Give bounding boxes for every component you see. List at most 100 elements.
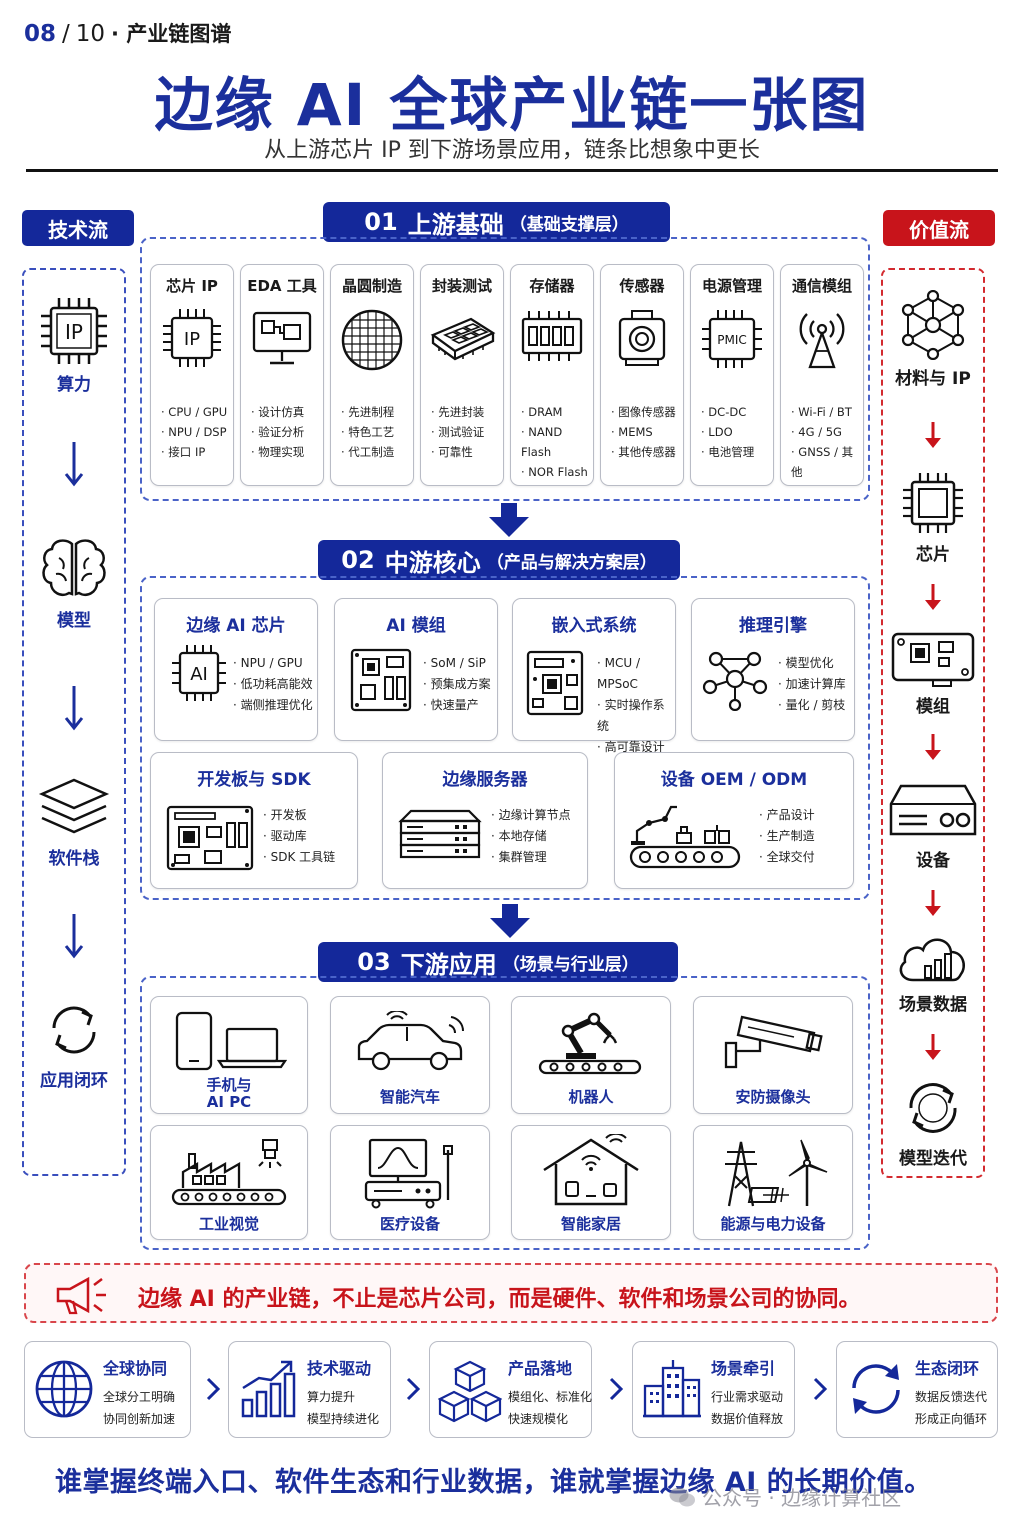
downstream-panel (140, 976, 870, 1250)
midstream-panel (140, 576, 870, 900)
card-items: · 图像传感器· MEMS· 其他传感器 (611, 405, 676, 459)
phone-laptop-icon (175, 1011, 287, 1071)
card-title: EDA 工具 (247, 277, 317, 295)
arrow-down-icon (64, 914, 84, 959)
feature-desc: 算力提升模型持续进化 (307, 1390, 380, 1426)
upstream-header: 01 上游基础 （基础支撑层） (323, 202, 670, 242)
downstream-card-car: 智能汽车 (330, 996, 490, 1114)
buildings-icon (643, 1360, 701, 1418)
cloud-data-icon (899, 938, 965, 982)
section-number: 03 (357, 948, 391, 976)
upstream-card-wafer: 晶圆制造 · 先进制程· 特色工艺· 代工制造 (330, 264, 414, 486)
upstream-card-sensor: 传感器 · 图像传感器· MEMS· 其他传感器 (600, 264, 684, 486)
card-items: · Wi-Fi / BT· 4G / 5G· GNSS / 其他 (791, 405, 854, 479)
feature-card-scenario: 场景牵引 行业需求驱动数据价值释放 (632, 1341, 795, 1438)
midstream-card-edge-server: 边缘服务器 · 边缘计算节点· 本地存储· 集群管理 (382, 752, 588, 889)
globe-icon (35, 1360, 93, 1418)
flow-down-arrow-icon (490, 904, 530, 938)
midstream-header: 02 中游核心 （产品与解决方案层） (318, 540, 680, 580)
flow-down-arrow-icon (489, 503, 529, 537)
card-items: · 设计仿真· 验证分析· 物理实现 (251, 405, 305, 459)
feature-desc: 行业需求驱动数据价值释放 (711, 1390, 784, 1426)
feature-card-global: 全球协同 全球分工明确协同创新加速 (24, 1341, 191, 1438)
section-label: · 产业链图谱 (111, 22, 232, 46)
server-rack-icon (398, 809, 482, 859)
arrow-down-icon (64, 442, 84, 487)
downstream-card-robot: 机器人 (511, 996, 671, 1114)
card-title: 安防摄像头 (735, 1088, 811, 1106)
value-flow-tag: 价值流 (883, 210, 995, 246)
card-items: · SoM / SiP· 预集成方案· 快速量产 (423, 656, 491, 712)
downstream-card-security-camera: 安防摄像头 (693, 996, 853, 1114)
card-title: 嵌入式系统 (551, 616, 637, 636)
value-flow-arrow (883, 420, 983, 450)
tech-flow-panel: IP 算力 模型 软件栈 应用闭环 (22, 268, 126, 1176)
section-sub: （基础支撑层） (509, 214, 629, 235)
loop-arrows-icon (852, 1364, 900, 1414)
footer-conclusion: 谁掌握终端入口、软件生态和行业数据，谁就掌握边缘 AI 的长期价值。 (55, 1467, 932, 1498)
tech-flow-item-software: 软件栈 (24, 776, 124, 869)
wechat-icon (669, 1487, 695, 1506)
ip-chip-icon: IP (41, 298, 107, 364)
tech-flow-label: 应用闭环 (40, 1071, 108, 1091)
tech-flow-label: 软件栈 (48, 849, 100, 869)
card-title: 边缘服务器 (442, 770, 528, 790)
layers-icon (38, 778, 110, 834)
value-flow-label: 模组 (916, 697, 950, 717)
card-items: · 模型优化· 加速计算库· 量化 / 剪枝 (778, 656, 846, 712)
card-title: 工业视觉 (198, 1215, 259, 1233)
pmic-chip-text: PMIC (717, 333, 747, 347)
card-items: · NPU / GPU· 低功耗高能效· 端侧推理优化 (233, 656, 313, 712)
watermark: 公众号 · 边缘计算社区 (668, 1482, 901, 1511)
megaphone-icon (56, 1276, 106, 1315)
iteration-icon (909, 1083, 957, 1133)
card-title: 设备 OEM / ODM (660, 770, 808, 790)
tech-flow-arrow (24, 440, 124, 488)
value-flow-panel: 材料与 IP 芯片 模组 (881, 268, 985, 1178)
value-flow-arrow (883, 582, 983, 612)
card-title: 边缘 AI 芯片 (186, 616, 286, 636)
arrow-down-icon (925, 584, 941, 610)
tech-flow-label: 模型 (57, 611, 91, 631)
upstream-card-power: 电源管理 PMIC · DC-DC· LDO· 电池管理 (690, 264, 774, 486)
device-icon (889, 784, 977, 836)
tech-flow-item-loop: 应用闭环 (24, 998, 124, 1091)
antenna-icon (799, 313, 845, 369)
tech-flow-arrow (24, 912, 124, 960)
card-title: AI 模组 (386, 616, 446, 636)
page-subtitle: 从上游芯片 IP 到下游场景应用，链条比想象中更长 (264, 138, 760, 163)
tech-flow-label: 算力 (57, 375, 91, 395)
section-name: 上游基础 (407, 210, 504, 239)
midstream-card-edge-ai-chip: 边缘 AI 芯片 AI · NPU / GPU· 低功耗高能效· 端侧推理优化 (154, 598, 318, 741)
upstream-card-comms: 通信模组 · Wi-Fi / BT· 4G / 5G· GNSS / 其他 (780, 264, 864, 486)
card-items: · 先进封装· 测试验证· 可靠性 (431, 405, 485, 459)
value-flow-item: 材料与 IP (883, 290, 983, 389)
midstream-card-ai-module: AI 模组 · SoM / SiP· 预集成方案· 快速量产 (334, 598, 498, 741)
ai-chip-text: AI (190, 664, 208, 685)
card-items: · 先进制程· 特色工艺· 代工制造 (341, 405, 395, 459)
feature-card-product: 产品落地 模组化、标准化快速规模化 (429, 1341, 592, 1438)
page-total: 10 (75, 21, 106, 47)
card-items: · DRAM· NAND Flash· NOR Flash (521, 405, 588, 479)
package-chip-icon (430, 317, 496, 361)
power-tower-turbine-icon (725, 1139, 828, 1207)
card-items: · 边缘计算节点· 本地存储· 集群管理 (491, 808, 571, 864)
value-flow-item: 芯片 (883, 470, 983, 565)
card-title: 晶圆制造 (341, 277, 402, 295)
card-items: · 开发板· 驱动库· SDK 工具链 (263, 808, 336, 864)
feature-title: 场景牵引 (711, 1359, 776, 1378)
upstream-card-eda: EDA 工具 · 设计仿真· 验证分析· 物理实现 (240, 264, 324, 486)
feature-title: 全球协同 (103, 1359, 168, 1378)
arrow-down-icon (925, 1034, 941, 1060)
feature-card-ecosystem: 生态闭环 数据反馈迭代形成正向循环 (836, 1341, 998, 1438)
value-flow-arrow (883, 732, 983, 762)
upstream-card-memory: 存储器 · DRAM· NAND Flash· NOR Flash (510, 264, 594, 486)
upstream-card-chip-ip: 芯片 IP IP · CPU / GPU· NPU / DSP· 接口 IP (150, 264, 234, 486)
card-title: 智能汽车 (379, 1088, 440, 1106)
arrow-down-icon (64, 686, 84, 731)
midstream-card-embedded: 嵌入式系统 · MCU / MPSoC· 实时操作系统· 高可靠设计 (512, 598, 676, 754)
feature-title: 生态闭环 (915, 1359, 980, 1378)
image-sensor-icon (618, 310, 666, 366)
section-sub: （场景与行业层） (502, 954, 639, 975)
